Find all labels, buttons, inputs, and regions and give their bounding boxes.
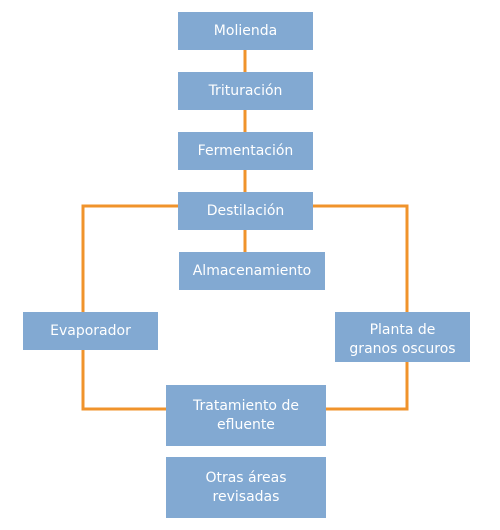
node-molienda: Molienda [178,12,313,50]
node-otras-label-line1: Otras áreas [205,469,287,486]
node-fermentacion: Fermentación [178,132,313,170]
connector-destilacion-planta [311,204,409,314]
node-trituracion-label: Trituración [208,82,283,99]
node-efluente-label-line1: Tratamiento de [193,397,299,414]
node-tratamiento-efluente: Tratamiento de efluente [166,385,326,446]
node-otras-areas-revisadas: Otras áreas revisadas [166,457,326,518]
node-evaporador-label: Evaporador [50,322,131,339]
node-planta-granos-oscuros: Planta de granos oscuros [335,312,470,362]
node-planta-label-line1: Planta de [369,322,436,338]
node-destilacion-label: Destilación [206,202,285,219]
node-otras-label-line2: revisadas [212,488,280,505]
node-destilacion: Destilación [178,192,313,230]
connector-planta-efluente [324,360,409,411]
node-trituracion: Trituración [178,72,313,110]
connector-evaporador-efluente [81,348,168,411]
node-efluente-label-line2: efluente [217,416,275,433]
node-evaporador: Evaporador [23,312,158,350]
node-almacenamiento: Almacenamiento [179,252,325,290]
node-molienda-label: Molienda [213,22,278,39]
node-planta-label-line2: granos oscuros [349,341,456,357]
connector-destilacion-evaporador [81,204,180,314]
node-fermentacion-label: Fermentación [197,142,294,159]
node-almacenamiento-label: Almacenamiento [192,262,312,279]
